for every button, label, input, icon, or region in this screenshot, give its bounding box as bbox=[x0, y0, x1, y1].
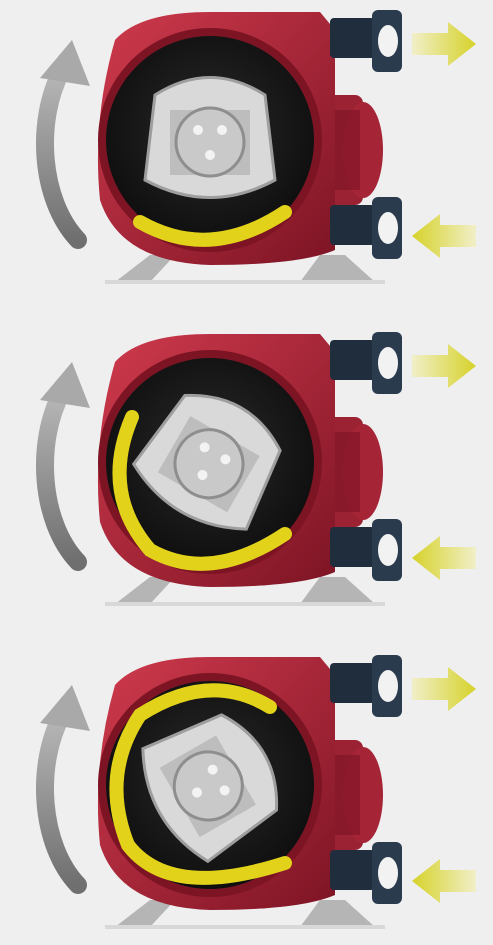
discharge-arrow-icon bbox=[412, 22, 476, 66]
pump-feet bbox=[105, 900, 385, 929]
discharge-flange bbox=[330, 332, 402, 394]
suction-flange bbox=[330, 842, 402, 904]
rotation-arrow-icon bbox=[36, 685, 90, 894]
suction-flange bbox=[330, 197, 402, 259]
suction-arrow-icon bbox=[412, 214, 476, 258]
rotor bbox=[143, 76, 277, 199]
suction-flange bbox=[330, 519, 402, 581]
discharge-arrow-icon bbox=[412, 667, 476, 711]
rotation-arrow-icon bbox=[36, 40, 90, 249]
suction-arrow-icon bbox=[412, 859, 476, 903]
rotor bbox=[141, 713, 279, 864]
rotor bbox=[131, 393, 282, 531]
discharge-arrow-icon bbox=[412, 344, 476, 388]
pump-feet bbox=[105, 255, 385, 284]
discharge-flange bbox=[330, 10, 402, 72]
rotation-arrow-icon bbox=[36, 362, 90, 571]
discharge-flange bbox=[330, 655, 402, 717]
pump-feet bbox=[105, 577, 385, 606]
suction-arrow-icon bbox=[412, 536, 476, 580]
pump-stage-1 bbox=[0, 0, 493, 300]
hose-section bbox=[109, 683, 292, 885]
hose-section bbox=[133, 205, 292, 247]
hose-section bbox=[112, 410, 292, 571]
pump-stage-2 bbox=[0, 322, 493, 622]
pump-stage-3 bbox=[0, 645, 493, 945]
